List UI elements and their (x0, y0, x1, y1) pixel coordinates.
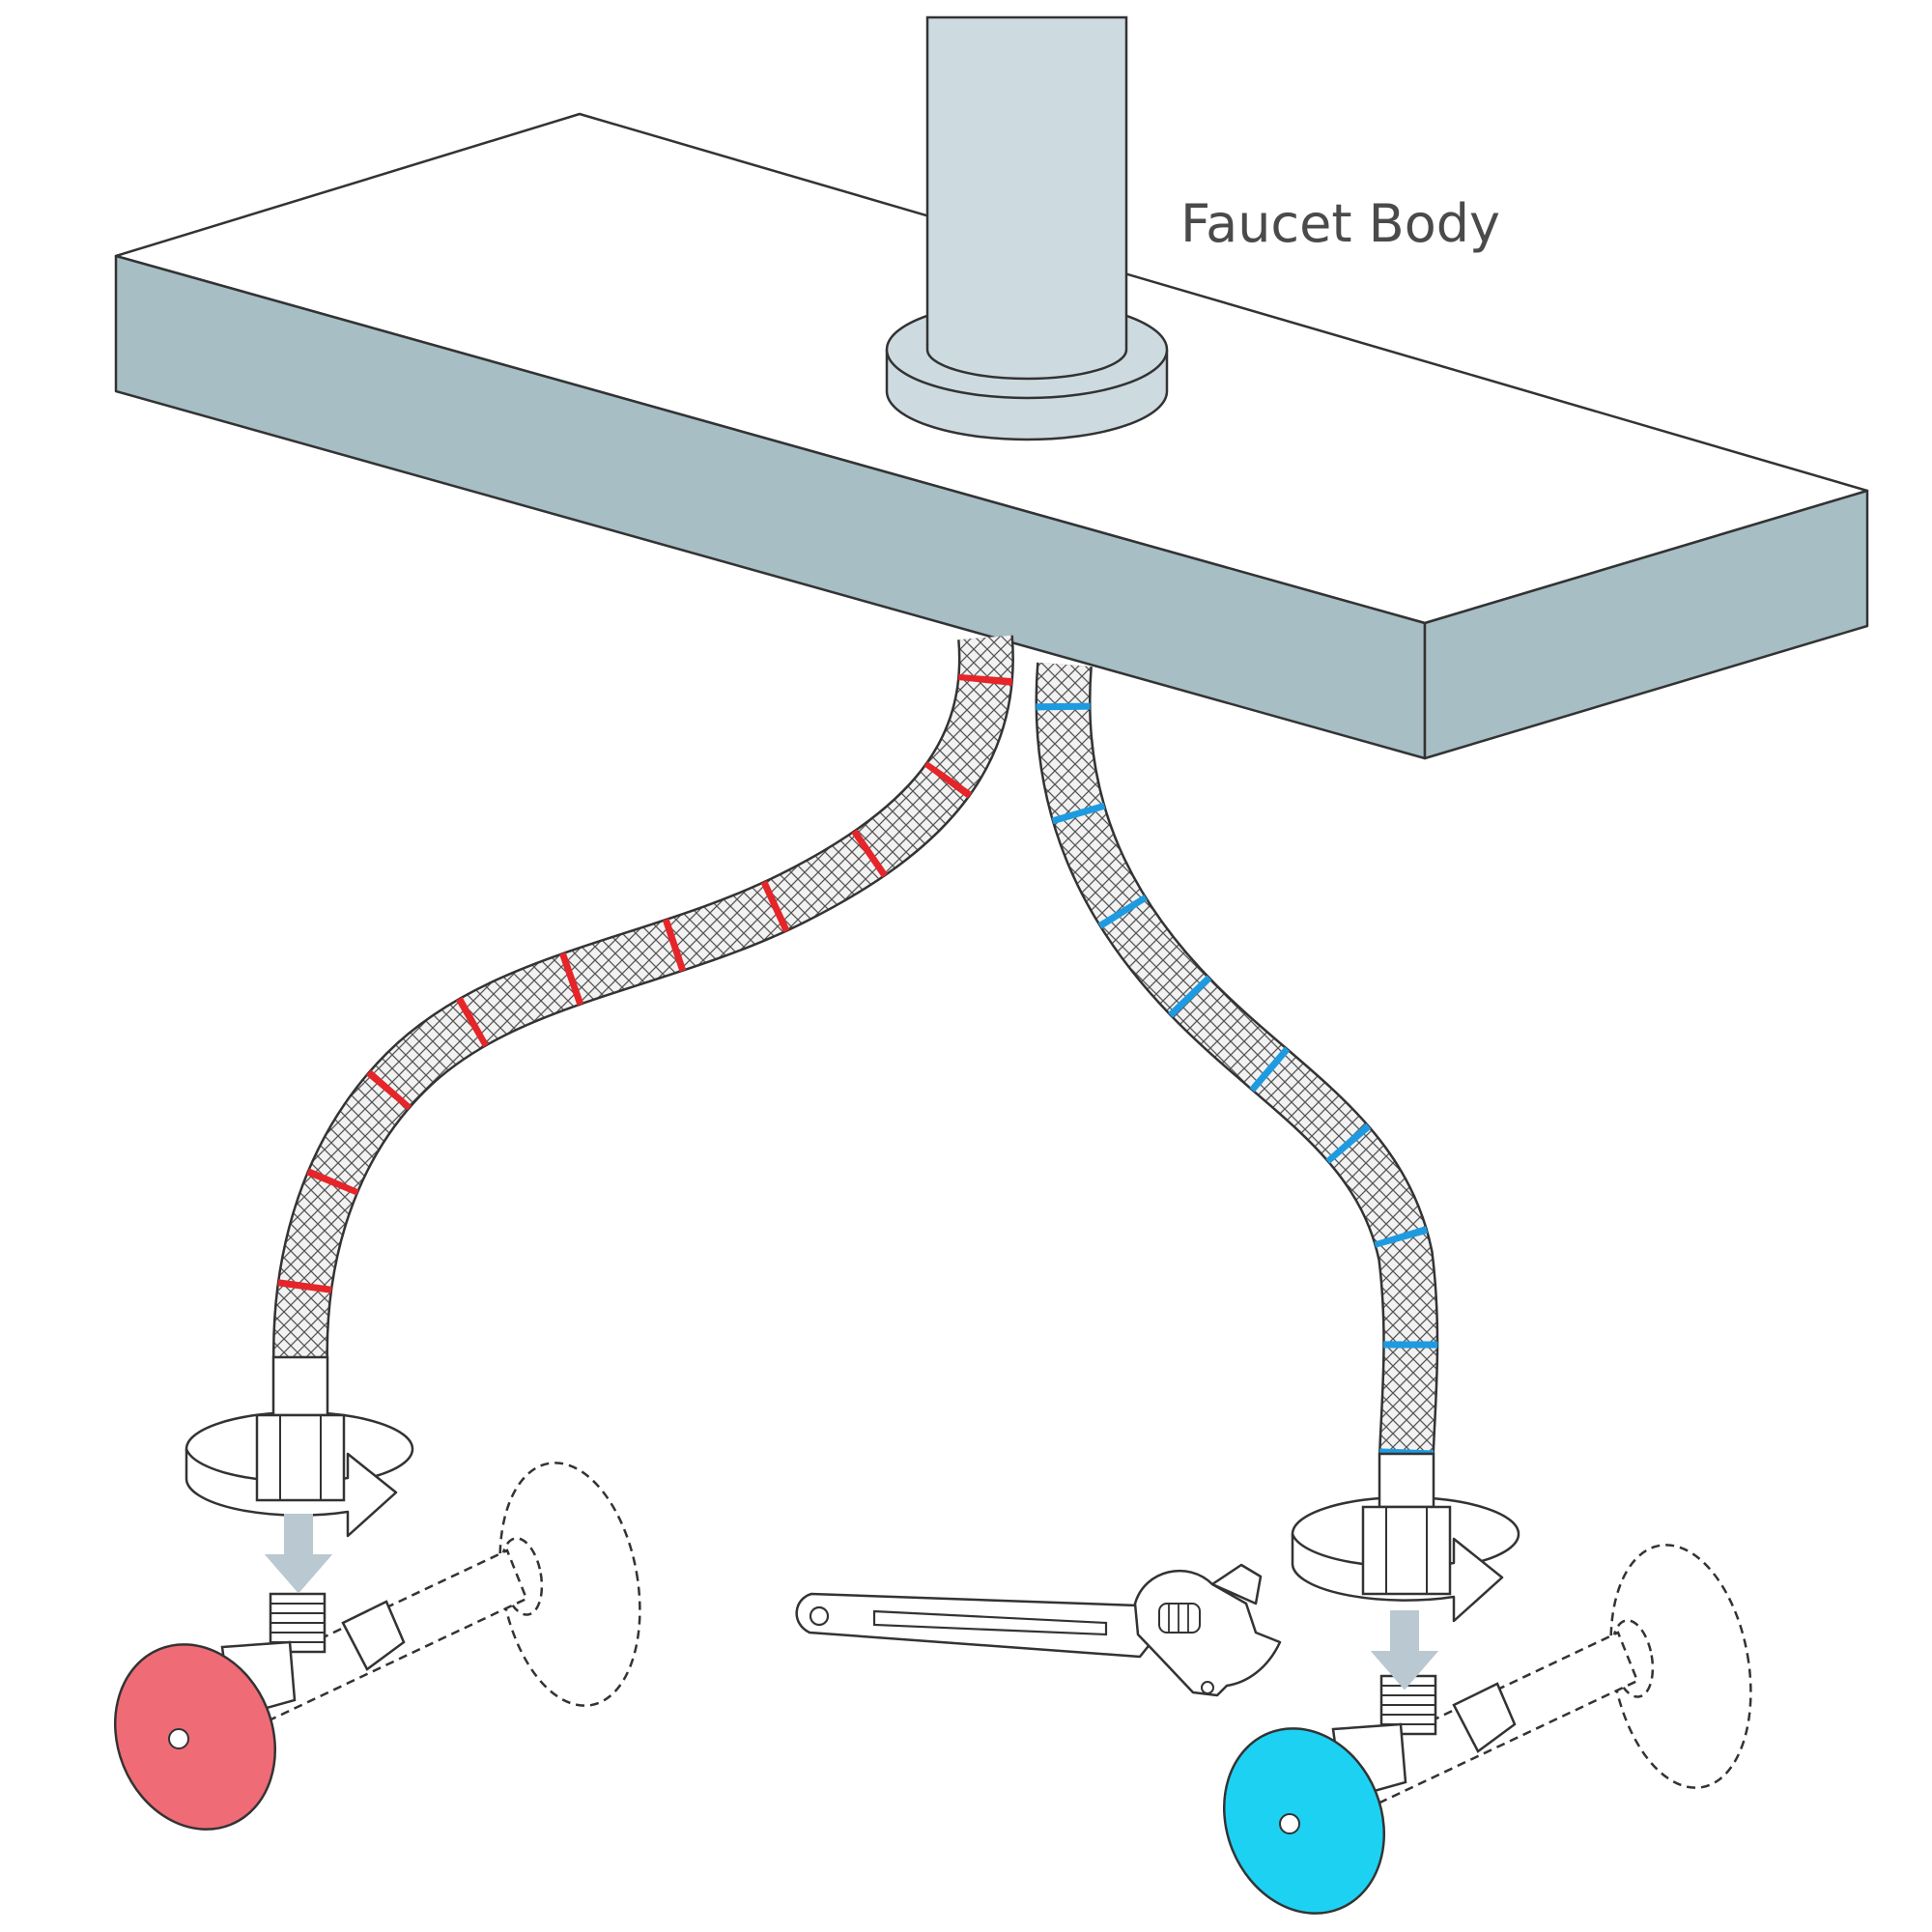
wrench-worm-screw (1158, 1603, 1201, 1634)
wrench-pivot-pin (1201, 1681, 1214, 1694)
faucet-body (885, 15, 1169, 441)
cold-valve-assembly (1222, 1544, 1752, 1915)
hot-water-supply-line (271, 635, 1014, 1358)
cold-water-supply-line (1035, 662, 1439, 1456)
hot-valve-nut (341, 1600, 406, 1671)
wrench-jaw (1210, 1563, 1263, 1605)
wrench-head (1133, 1569, 1282, 1697)
hot-hose-stripes (272, 635, 1013, 1358)
adjustable-wrench-icon (795, 1563, 1282, 1697)
cold-valve-nut (1452, 1682, 1517, 1753)
cold-down-arrow-icon (1370, 1610, 1439, 1690)
cold-hose-fitting (1361, 1452, 1452, 1596)
wrench-hang-hole (809, 1605, 830, 1627)
faucet-body-label: Faucet Body (1180, 193, 1500, 254)
hot-hose-braid (274, 635, 1012, 1358)
hot-hose-fitting (255, 1355, 346, 1502)
wrench-handle-slot (872, 1609, 1108, 1636)
hot-handle-screw-icon (168, 1728, 189, 1749)
cold-handle-screw-icon (1279, 1813, 1300, 1834)
faucet-column (925, 15, 1128, 381)
cold-hose-braid (1037, 662, 1436, 1455)
hot-valve-assembly (113, 1462, 641, 1831)
hot-down-arrow-icon (264, 1514, 333, 1594)
hot-hose-outline (271, 635, 1014, 1358)
cold-valve-handle (1222, 1727, 1386, 1915)
countertop-side-face (1423, 489, 1869, 760)
hot-valve-handle (113, 1643, 277, 1831)
